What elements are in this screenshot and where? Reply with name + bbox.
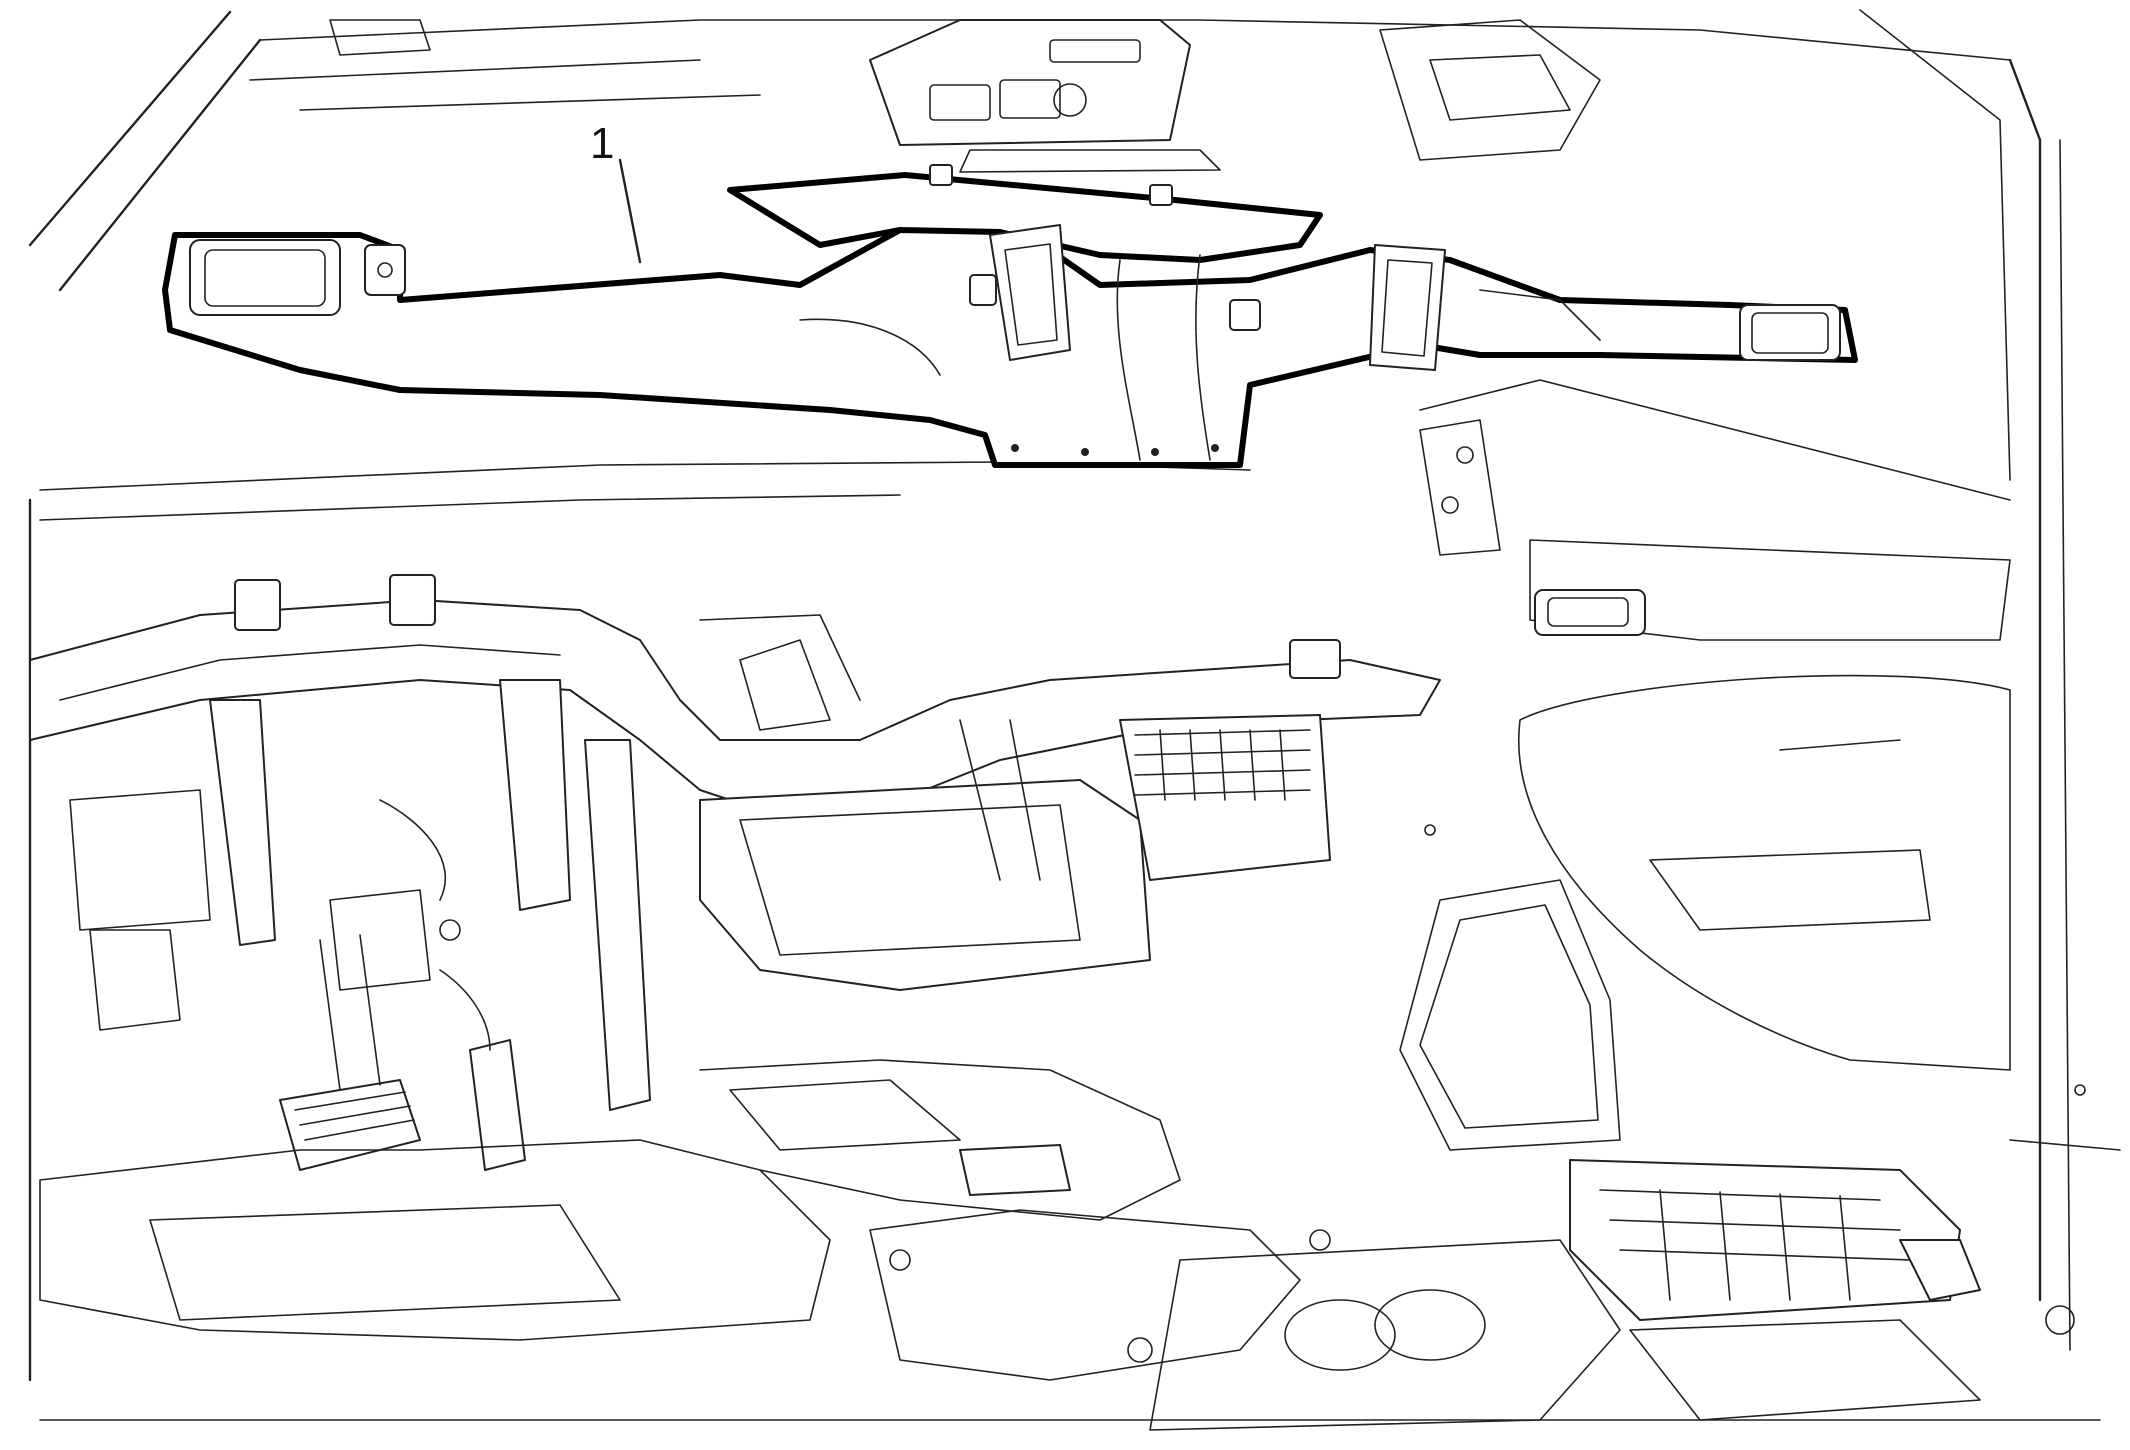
- overhead-console: [329, 19, 1601, 173]
- fasteners: [439, 824, 2086, 1363]
- callout-1-label: 1: [590, 119, 614, 168]
- door-frame: [1419, 9, 2071, 1351]
- hvac-duct-part-1: [162, 164, 1858, 468]
- headliner: [28, 10, 2011, 1382]
- hvac-filter-grid: [1134, 729, 1311, 801]
- callout-1: 1: [590, 119, 642, 264]
- seat-bracket: [1569, 1139, 2121, 1421]
- left-brackets: [69, 679, 651, 1111]
- floor-pan: [39, 1059, 2101, 1431]
- pedals: [279, 934, 526, 1171]
- cross-car-beam: [29, 574, 1441, 811]
- hvac-module: [699, 614, 1331, 991]
- door-panel: [1399, 419, 2011, 1151]
